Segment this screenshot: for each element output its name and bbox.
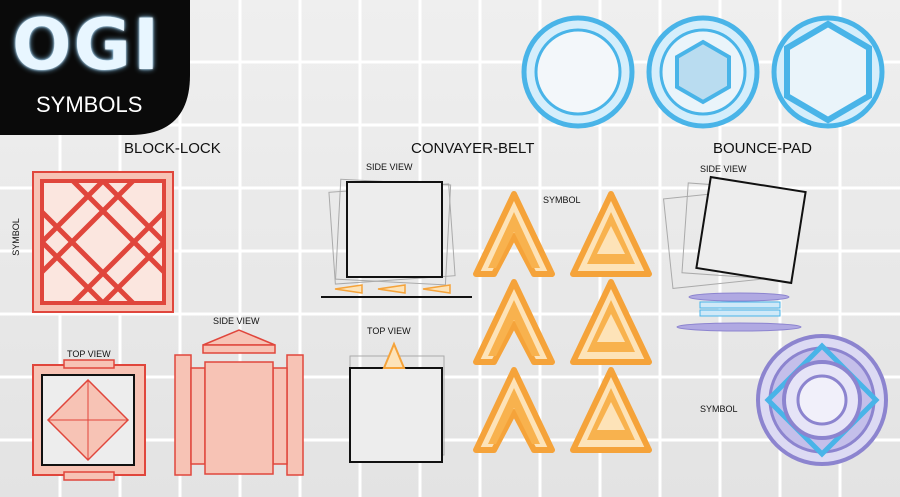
pad-side-view bbox=[662, 175, 807, 332]
hexagon-ring-icon bbox=[771, 15, 885, 129]
chevron-arrow-icon bbox=[476, 194, 649, 450]
section-title-convayer-belt: CONVAYER-BELT bbox=[411, 140, 535, 157]
section-title-block-lock: BLOCK-LOCK bbox=[124, 140, 221, 157]
logo-subtitle: SYMBOLS bbox=[36, 92, 143, 117]
belt-side-view-label: SIDE VIEW bbox=[366, 162, 413, 172]
belt-symbol-label: SYMBOL bbox=[543, 195, 581, 205]
pad-side-view-label: SIDE VIEW bbox=[700, 164, 747, 174]
belt-side-view bbox=[321, 178, 472, 298]
lattice-icon bbox=[32, 171, 174, 313]
belt-top-view-label: TOP VIEW bbox=[367, 326, 411, 336]
diamond-ring-icon bbox=[756, 334, 888, 466]
belt-top-view bbox=[349, 341, 445, 463]
block-top-view-label: TOP VIEW bbox=[67, 349, 111, 359]
section-title-bounce-pad: BOUNCE-PAD bbox=[713, 140, 812, 157]
hexagon-in-ring-icon bbox=[646, 15, 760, 129]
block-top-view bbox=[32, 359, 146, 481]
block-side-view bbox=[174, 329, 304, 476]
ring-icon bbox=[521, 15, 635, 129]
logo-panel bbox=[0, 0, 190, 135]
block-side-view-label: SIDE VIEW bbox=[213, 316, 260, 326]
pad-symbol-label: SYMBOL bbox=[700, 404, 738, 414]
logo-title: OGI bbox=[12, 4, 162, 86]
